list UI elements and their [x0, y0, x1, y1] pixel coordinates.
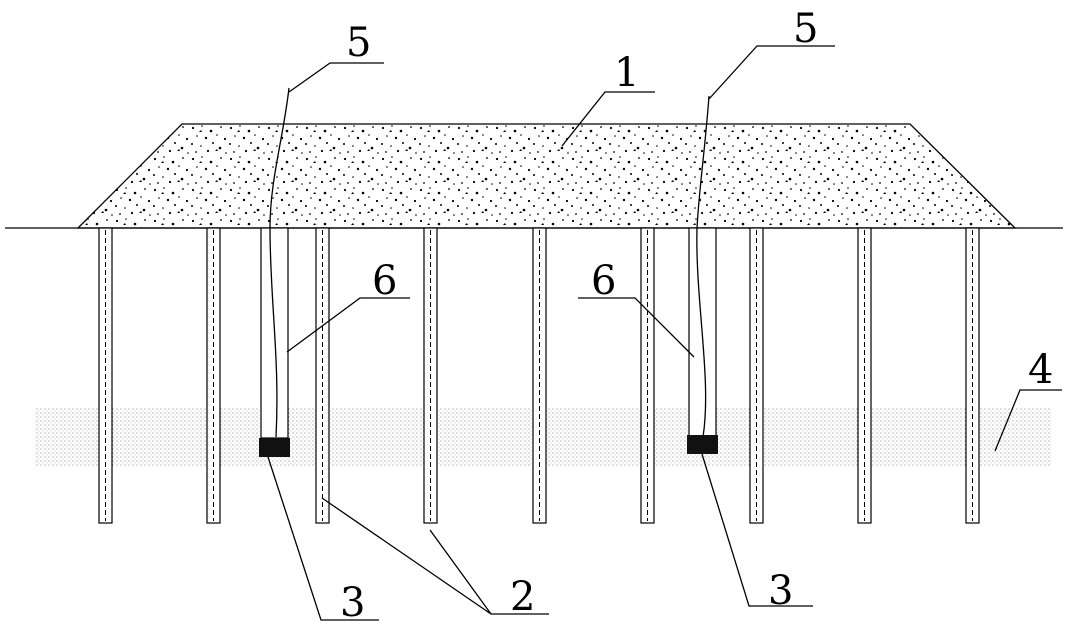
pile	[98, 227, 113, 524]
callout-6-right-label: 6	[591, 258, 616, 304]
embankment-fill	[76, 123, 1017, 229]
callout-1-label: 1	[614, 50, 639, 96]
leader-lines	[267, 45, 1062, 621]
pile	[423, 227, 438, 524]
pile	[857, 227, 872, 524]
sensor-right	[687, 435, 718, 454]
pile	[640, 227, 655, 524]
pile	[315, 227, 330, 524]
callout-6-left-label: 6	[372, 258, 397, 304]
pile	[749, 227, 764, 524]
cable-left	[269, 87, 290, 438]
cable-right	[696, 95, 710, 438]
sensor-left	[259, 438, 290, 457]
pile	[965, 227, 980, 524]
callout-4-label: 4	[1028, 347, 1053, 393]
piles	[98, 227, 980, 524]
callout-3-right-label: 3	[768, 568, 793, 614]
callout-5-left-label: 5	[346, 20, 371, 66]
callout-2-label: 2	[510, 574, 535, 620]
pile	[206, 227, 221, 524]
callout-5-right-label: 5	[793, 6, 818, 52]
pile	[532, 227, 547, 524]
callout-3-left-label: 3	[340, 580, 365, 626]
